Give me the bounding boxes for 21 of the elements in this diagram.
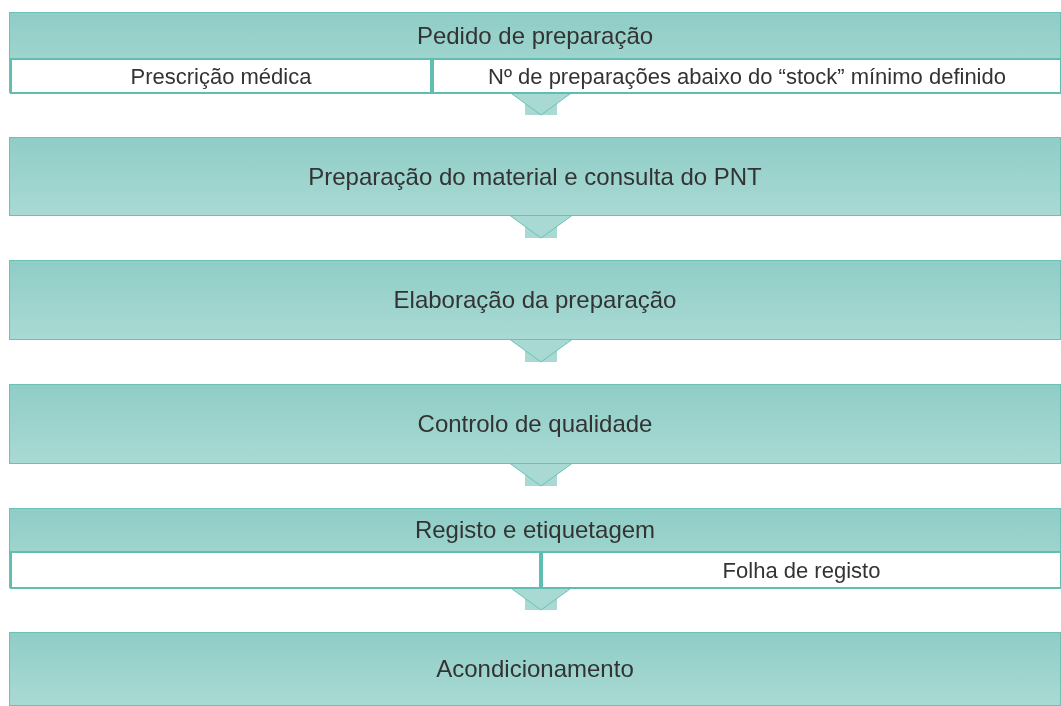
process-box xyxy=(9,260,1061,340)
box-title: Preparação do material e consulta do PNT xyxy=(308,161,762,192)
header-box xyxy=(9,12,1061,93)
box-title: Registo e etiquetagem xyxy=(414,515,656,545)
process-box xyxy=(9,137,1061,216)
cell-text: Prescrição médica xyxy=(130,62,312,91)
cell-text: Nº de preparações abaixo do “stock” mínimo definido xyxy=(488,62,1006,91)
table-cell xyxy=(10,58,432,94)
box-title: Controlo de qualidade xyxy=(417,409,653,439)
cell-text: Folha de registo xyxy=(722,556,881,585)
box-title: Elaboração da preparação xyxy=(393,285,677,315)
process-box xyxy=(9,384,1061,464)
header-box xyxy=(9,508,1061,588)
table-cell xyxy=(541,551,1061,589)
block-arrow xyxy=(509,463,573,487)
process-box xyxy=(9,632,1061,706)
block-arrow xyxy=(509,215,573,239)
block-arrow xyxy=(509,339,573,363)
box-title: Acondicionamento xyxy=(436,654,634,684)
table-cell xyxy=(432,58,1061,94)
box-title: Pedido de preparação xyxy=(416,20,654,51)
